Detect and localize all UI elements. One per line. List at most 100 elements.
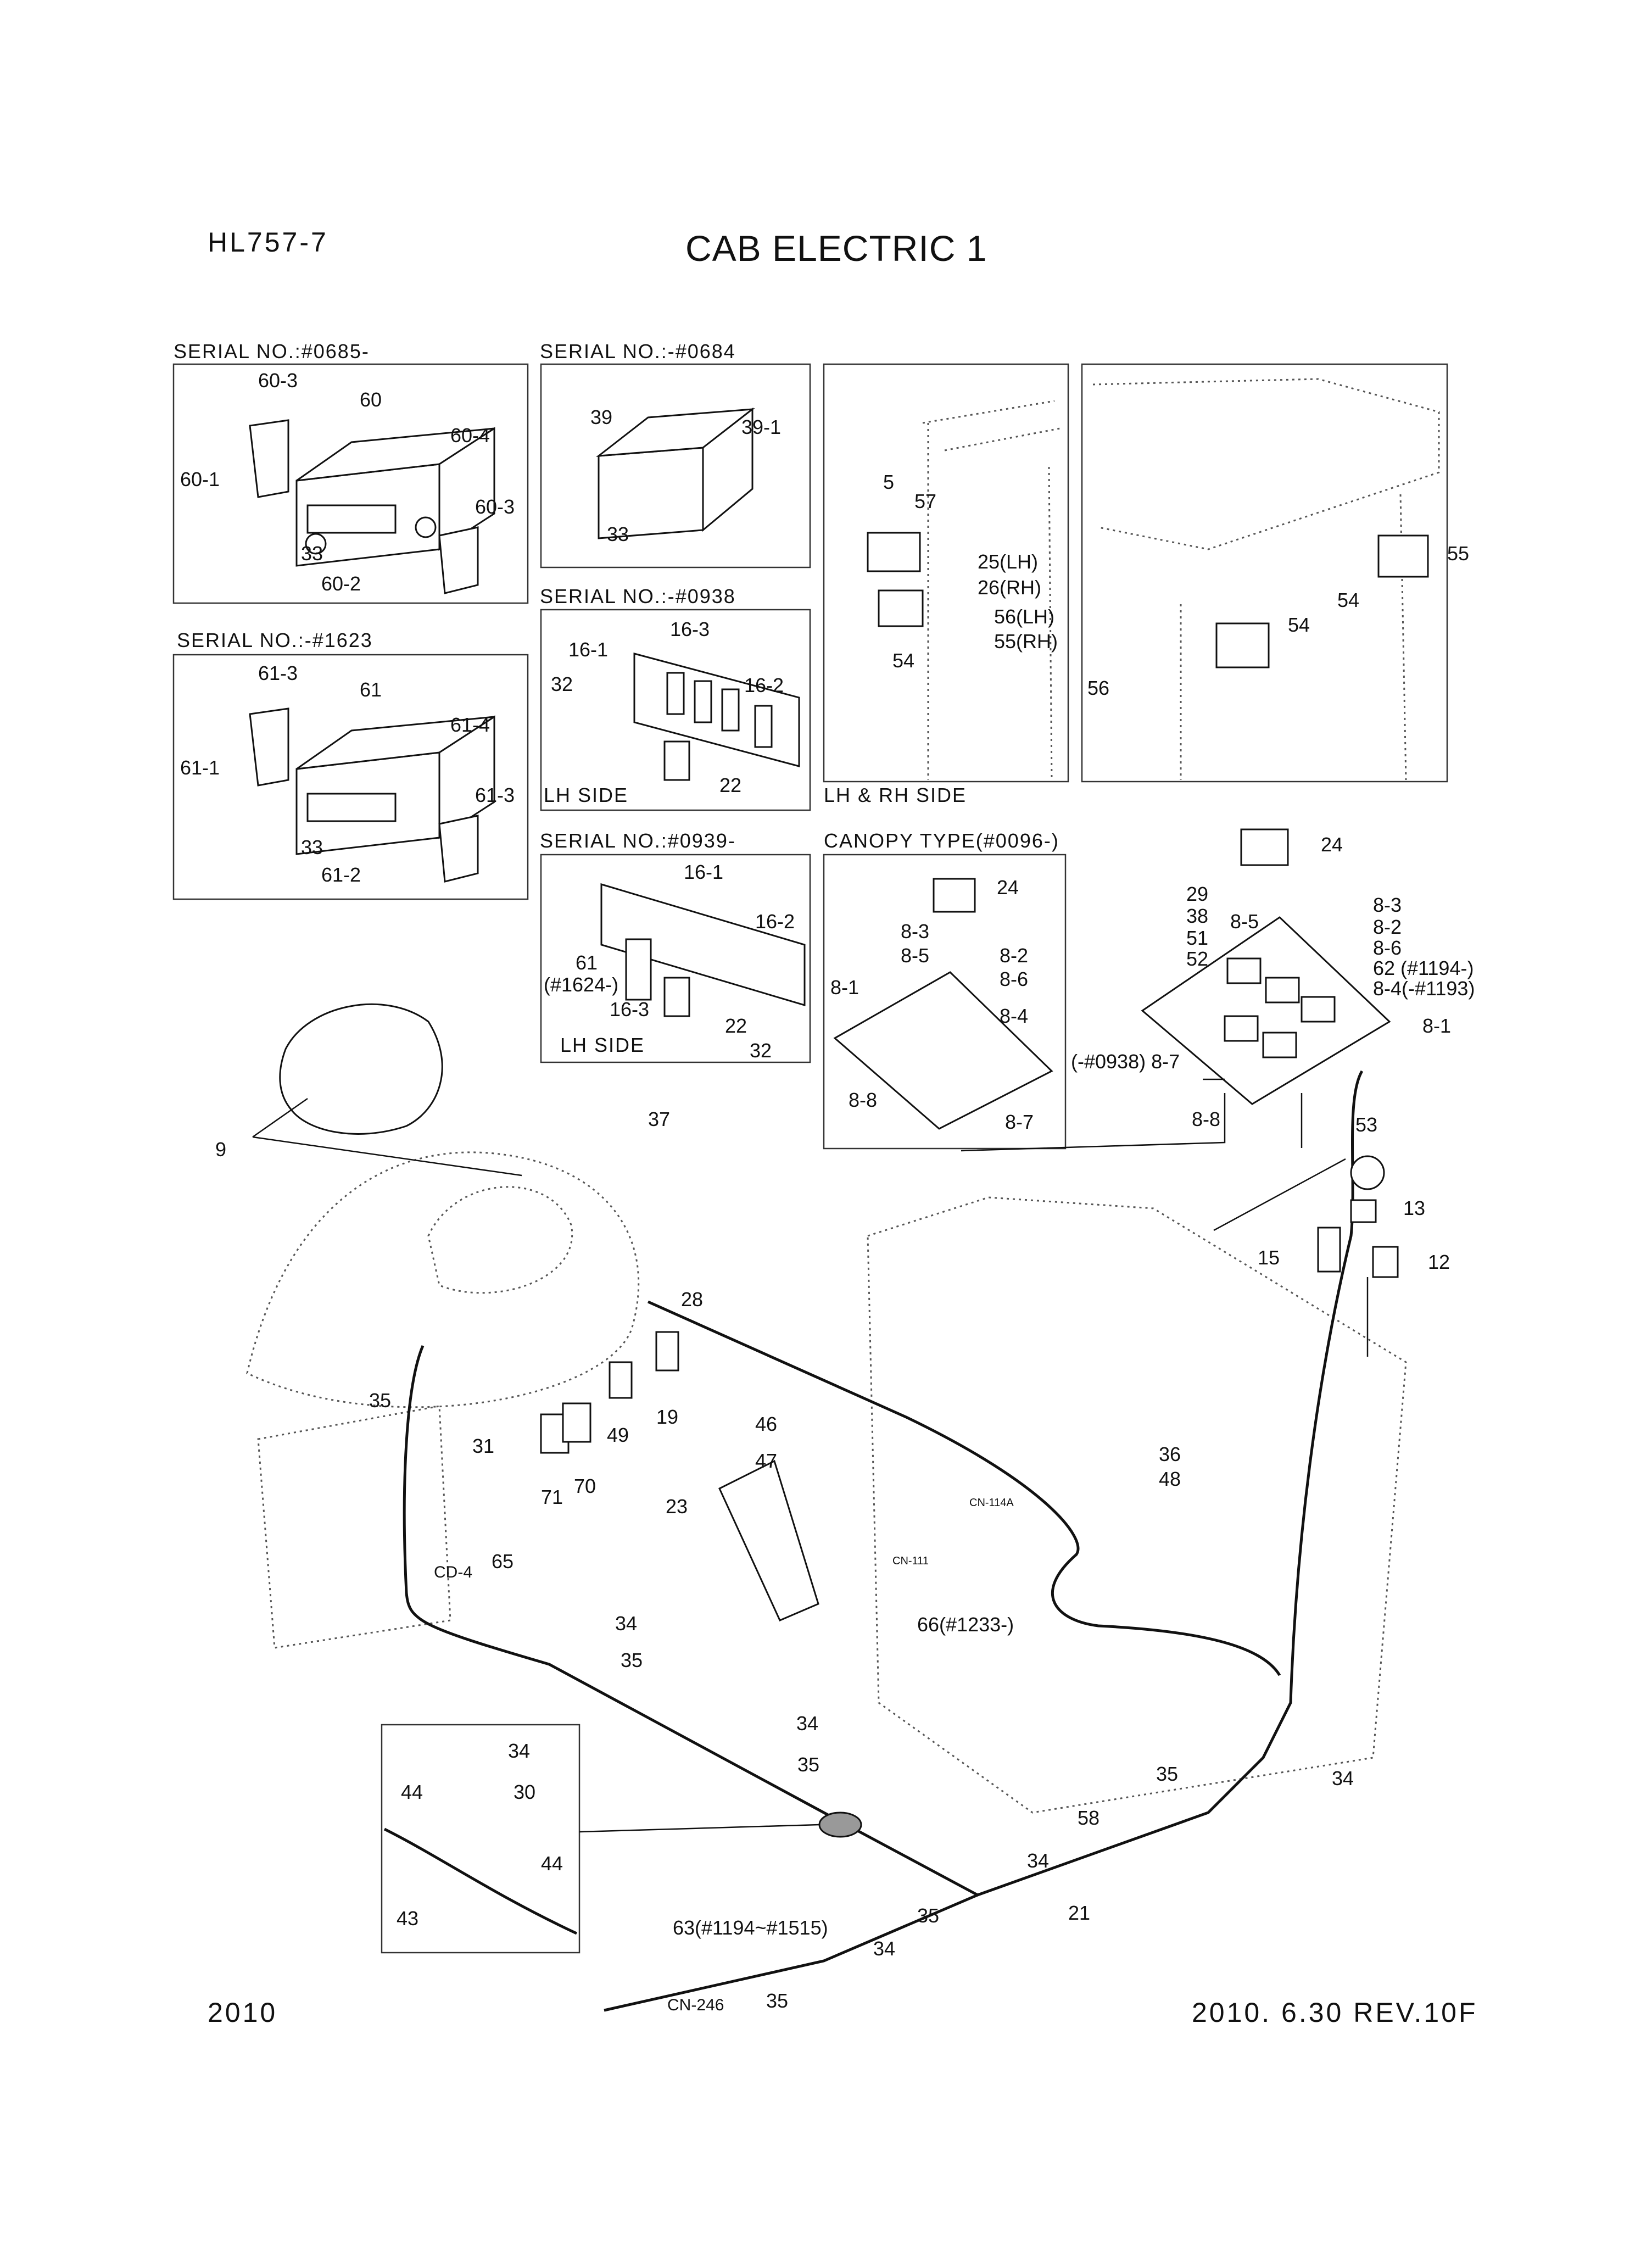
- bracket-left-icon: [249, 707, 289, 787]
- label-38: 38: [1186, 905, 1208, 927]
- label-53: 53: [1355, 1113, 1377, 1136]
- label-8-8: 8-8: [1192, 1108, 1220, 1130]
- label-16-1: 16-1: [684, 861, 723, 883]
- label-34: 34: [508, 1740, 530, 1762]
- label-12: 12: [1428, 1251, 1450, 1273]
- label-34d: 34: [1027, 1849, 1049, 1872]
- label-31: 31: [472, 1435, 494, 1457]
- label-34e: 34: [873, 1937, 895, 1960]
- label-56lh: 56(LH): [994, 605, 1054, 628]
- label-8-5: 8-5: [1230, 910, 1259, 933]
- radio-unit-icon: [295, 715, 495, 855]
- switch-icon: [655, 1331, 679, 1372]
- label-61: 61: [576, 951, 598, 974]
- main-harness-wire: [403, 1070, 1364, 1897]
- label-cn-246: CN-246: [667, 1996, 724, 2014]
- label-49: 49: [607, 1424, 629, 1446]
- label-62: 62 (#1194-): [1373, 957, 1474, 979]
- switch-panel-icon: [1141, 916, 1391, 1105]
- panel-caption: SERIAL NO.:#0939-: [540, 829, 736, 852]
- label-71: 71: [541, 1486, 563, 1508]
- label-54c: 54: [1288, 614, 1310, 636]
- label-26rh: 26(RH): [978, 576, 1041, 599]
- label-32: 32: [750, 1039, 772, 1062]
- label-8-1: 8-1: [1422, 1015, 1451, 1037]
- label-8-2: 8-2: [1000, 944, 1028, 967]
- radio-unit-icon: [295, 427, 495, 567]
- panel-frame: [540, 363, 811, 568]
- work-lamp-icon: [878, 589, 924, 627]
- label-60-2: 60-2: [321, 572, 361, 595]
- panel-frame: [540, 854, 811, 1063]
- label-39: 39: [590, 406, 612, 428]
- label-58: 58: [1078, 1807, 1100, 1829]
- cap-icon: [1350, 1199, 1377, 1223]
- page-title: CAB ELECTRIC 1: [685, 228, 987, 269]
- label-35c: 35: [1156, 1763, 1178, 1785]
- panel-frame: [172, 363, 529, 604]
- label-8-8: 8-8: [849, 1089, 877, 1111]
- label-61-4: 61-4: [450, 714, 490, 736]
- label-8-5: 8-5: [901, 944, 929, 967]
- bracket-right-icon: [438, 526, 479, 594]
- buzzer-icon: [1350, 1155, 1385, 1190]
- label-30: 30: [514, 1781, 535, 1803]
- panel-caption: SERIAL NO.:-#0938: [540, 585, 736, 607]
- label-43: 43: [397, 1907, 418, 1930]
- label-35b: 35: [797, 1753, 819, 1776]
- work-lamp-icon: [1377, 534, 1429, 578]
- label-39-1: 39-1: [741, 416, 781, 438]
- label-34a: 34: [615, 1612, 637, 1635]
- label-8-7: 8-7: [1005, 1111, 1034, 1133]
- label-8-3: 8-3: [901, 920, 929, 943]
- label-9: 9: [215, 1138, 226, 1161]
- label-55: 55: [1447, 542, 1469, 565]
- detail-inset: 34 44 30 44 43: [381, 1724, 820, 1954]
- label-28: 28: [681, 1288, 703, 1311]
- panel-radio-0685: SERIAL NO.:#0685- 60-3 60 60-4 60-1 60-3…: [172, 340, 529, 604]
- work-lamp-icon: [867, 532, 921, 572]
- socket-icon: [1317, 1227, 1341, 1273]
- label-21: 21: [1068, 1902, 1090, 1924]
- rocker-switch-icon: [933, 878, 976, 913]
- grommet-marker: [818, 1811, 862, 1838]
- label-16-3: 16-3: [670, 618, 710, 640]
- switch-icon: [562, 1402, 591, 1443]
- label-37: 37: [648, 1108, 670, 1130]
- label-51: 51: [1186, 927, 1208, 949]
- label-23: 23: [666, 1495, 688, 1518]
- label-52: 52: [1186, 947, 1208, 970]
- panel-frame-left: [823, 363, 1069, 783]
- cab-outline: [246, 1151, 1407, 1814]
- panel-canopy-switch: CANOPY TYPE(#0096-) 24 8-3 8-2 8-5 8-6 8…: [823, 829, 1067, 1150]
- panel-caption: CANOPY TYPE(#0096-): [824, 829, 1059, 852]
- label-34c: 34: [1332, 1767, 1354, 1790]
- label-60-3: 60-3: [258, 369, 298, 392]
- label-8-4: 8-4: [1000, 1005, 1028, 1027]
- panel-radio-0684: SERIAL NO.:-#0684 39 39-1 33: [540, 340, 811, 568]
- connector-icon: [1372, 1246, 1399, 1278]
- label-15: 15: [1258, 1246, 1280, 1269]
- label-35: 35: [369, 1389, 391, 1412]
- lower-harness-wire: [604, 1893, 978, 2012]
- bezel-icon: [279, 1003, 443, 1135]
- label-8-3: 8-3: [1373, 894, 1402, 916]
- label-44: 44: [401, 1781, 423, 1803]
- label-33: 33: [301, 542, 323, 565]
- label-61: 61: [360, 678, 382, 701]
- label-56: 56: [1087, 677, 1109, 699]
- label-60-3b: 60-3: [475, 495, 515, 518]
- panel-caption: SERIAL NO.:#0685-: [174, 340, 370, 363]
- label-61-2: 61-2: [321, 863, 361, 886]
- label-19: 19: [656, 1406, 678, 1428]
- label-16-3: 16-3: [610, 998, 649, 1021]
- label-8-6: 8-6: [1373, 937, 1402, 959]
- bracket-right-icon: [438, 815, 479, 883]
- blank-cover-icon: [625, 938, 652, 1001]
- bracket-left-icon: [249, 419, 289, 498]
- switch-plate-icon: [600, 883, 806, 1007]
- label-36: 36: [1159, 1443, 1181, 1465]
- detail-frame: [381, 1724, 581, 1954]
- label-61-3b: 61-3: [475, 784, 515, 806]
- label-cn-114a: CN-114A: [969, 1497, 1014, 1509]
